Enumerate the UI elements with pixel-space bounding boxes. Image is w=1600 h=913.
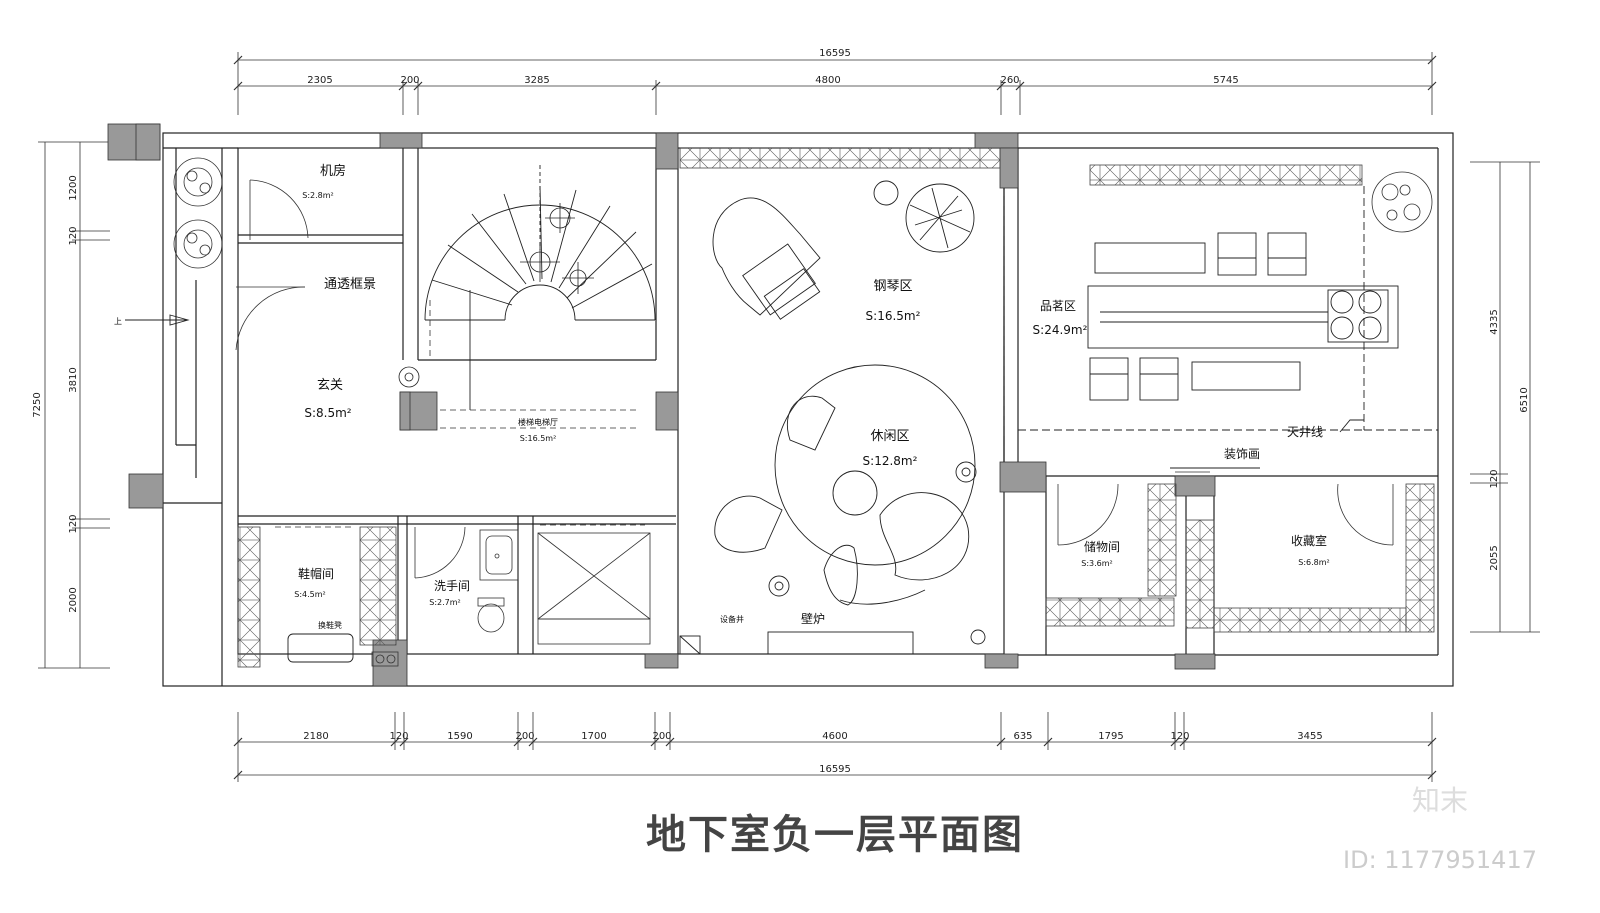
watermark-id: ID: 1177951417 — [1343, 846, 1537, 874]
entry-up-label: 上 — [114, 317, 122, 326]
room-pinming-name: 品茗区 — [1040, 299, 1076, 313]
dim-right-1: 4335 — [1489, 309, 1500, 334]
bottom-dimension-labels: 2180 120 1590 200 1700 200 4600 635 1795… — [303, 731, 1322, 775]
dim-top-3: 3285 — [524, 75, 549, 86]
room-pinming-area: S:24.9m² — [1033, 323, 1088, 337]
room-xiemao-name: 鞋帽间 — [298, 566, 334, 581]
dim-bottom-4: 200 — [515, 731, 534, 742]
dim-top-1: 2305 — [307, 75, 332, 86]
dim-right-total: 6510 — [1519, 387, 1530, 412]
washroom-fixtures — [371, 529, 651, 667]
room-xuanguan-area: S:8.5m² — [304, 406, 351, 420]
dim-bottom-2: 120 — [389, 731, 408, 742]
dim-bottom-6: 200 — [652, 731, 671, 742]
room-louti-name: 楼梯电梯厅 — [518, 417, 558, 427]
room-shoucang-name: 收藏室 — [1291, 533, 1327, 548]
walls — [162, 132, 1454, 687]
dim-bottom-5: 1700 — [581, 731, 606, 742]
room-xiemao-area: S:4.5m² — [294, 590, 326, 599]
dim-left-4: 120 — [68, 514, 79, 533]
dim-bottom-11: 3455 — [1297, 731, 1322, 742]
dimension-ticks — [233, 55, 1437, 780]
dim-bottom-1: 2180 — [303, 731, 328, 742]
room-xiuxian-name: 休闲区 — [870, 429, 909, 444]
tea-furniture — [1018, 186, 1438, 469]
shoe-bench — [287, 633, 354, 663]
room-shebei-name: 设备井 — [720, 614, 744, 624]
watermark-brand: 知末 — [1412, 784, 1468, 817]
room-zhuangshi-name: 装饰画 — [1224, 447, 1260, 461]
left-dimension-labels: 7250 1200 120 3810 120 2000 — [32, 175, 79, 612]
stair-lights — [398, 203, 594, 388]
room-xiuxian-area: S:12.8m² — [863, 454, 918, 468]
spiral-stair — [424, 165, 656, 410]
dim-top-5: 260 — [1000, 75, 1019, 86]
room-tianjing-name: 天井线 — [1287, 425, 1323, 439]
dim-left-5: 2000 — [68, 587, 79, 612]
dim-bottom-10: 120 — [1170, 731, 1189, 742]
piano-furniture — [679, 180, 986, 655]
dim-bottom-3: 1590 — [447, 731, 472, 742]
columns — [107, 123, 1216, 687]
dim-top-2: 200 — [400, 75, 419, 86]
dashed-lines — [429, 190, 1005, 440]
room-xishou-area: S:2.7m² — [429, 598, 461, 607]
dim-top-total: 16595 — [819, 48, 851, 59]
dim-top-6: 5745 — [1213, 75, 1238, 86]
room-shoucang-area: S:6.8m² — [1298, 558, 1330, 567]
plant-icon — [173, 157, 1433, 269]
entry-arrow-icon — [125, 314, 190, 326]
room-chuwu-name: 储物间 — [1084, 539, 1120, 554]
dim-bottom-total: 16595 — [819, 764, 851, 775]
drawing-title: 地下室负一层平面图 — [646, 812, 1024, 858]
cabinets — [237, 147, 1435, 668]
room-gangqin-area: S:16.5m² — [866, 309, 921, 323]
top-dimension-labels: 16595 2305 200 3285 4800 260 5745 — [307, 48, 1238, 86]
doors — [235, 179, 1394, 579]
dim-top-4: 4800 — [815, 75, 840, 86]
room-louti-area: S:16.5m² — [520, 434, 557, 443]
dim-left-1: 1200 — [68, 175, 79, 200]
room-tongtou-name: 通透框景 — [324, 277, 376, 292]
dim-left-2: 120 — [68, 226, 79, 245]
dim-left-3: 3810 — [68, 367, 79, 392]
dim-right-3: 2055 — [1489, 545, 1500, 570]
room-xishou-name: 洗手间 — [434, 579, 470, 593]
dim-bottom-7: 4600 — [822, 731, 847, 742]
room-jifang-area: S:2.8m² — [302, 191, 334, 200]
room-chuwu-area: S:3.6m² — [1081, 559, 1113, 568]
dim-right-2: 120 — [1489, 469, 1500, 488]
room-jifang-name: 机房 — [320, 163, 346, 179]
room-labels: 机房 S:2.8m² 通透框景 玄关 S:8.5m² 楼梯电梯厅 S:16.5m… — [114, 163, 1330, 630]
room-xuanguan-name: 玄关 — [317, 378, 343, 393]
dim-bottom-8: 635 — [1013, 731, 1032, 742]
dim-bottom-9: 1795 — [1098, 731, 1123, 742]
room-huanxie-name: 换鞋凳 — [318, 620, 342, 630]
room-bilu-name: 壁炉 — [801, 611, 825, 626]
right-dimension-labels: 4335 120 2055 6510 — [1489, 309, 1530, 570]
room-gangqin-name: 钢琴区 — [873, 279, 912, 294]
dim-left-total: 7250 — [32, 392, 43, 417]
